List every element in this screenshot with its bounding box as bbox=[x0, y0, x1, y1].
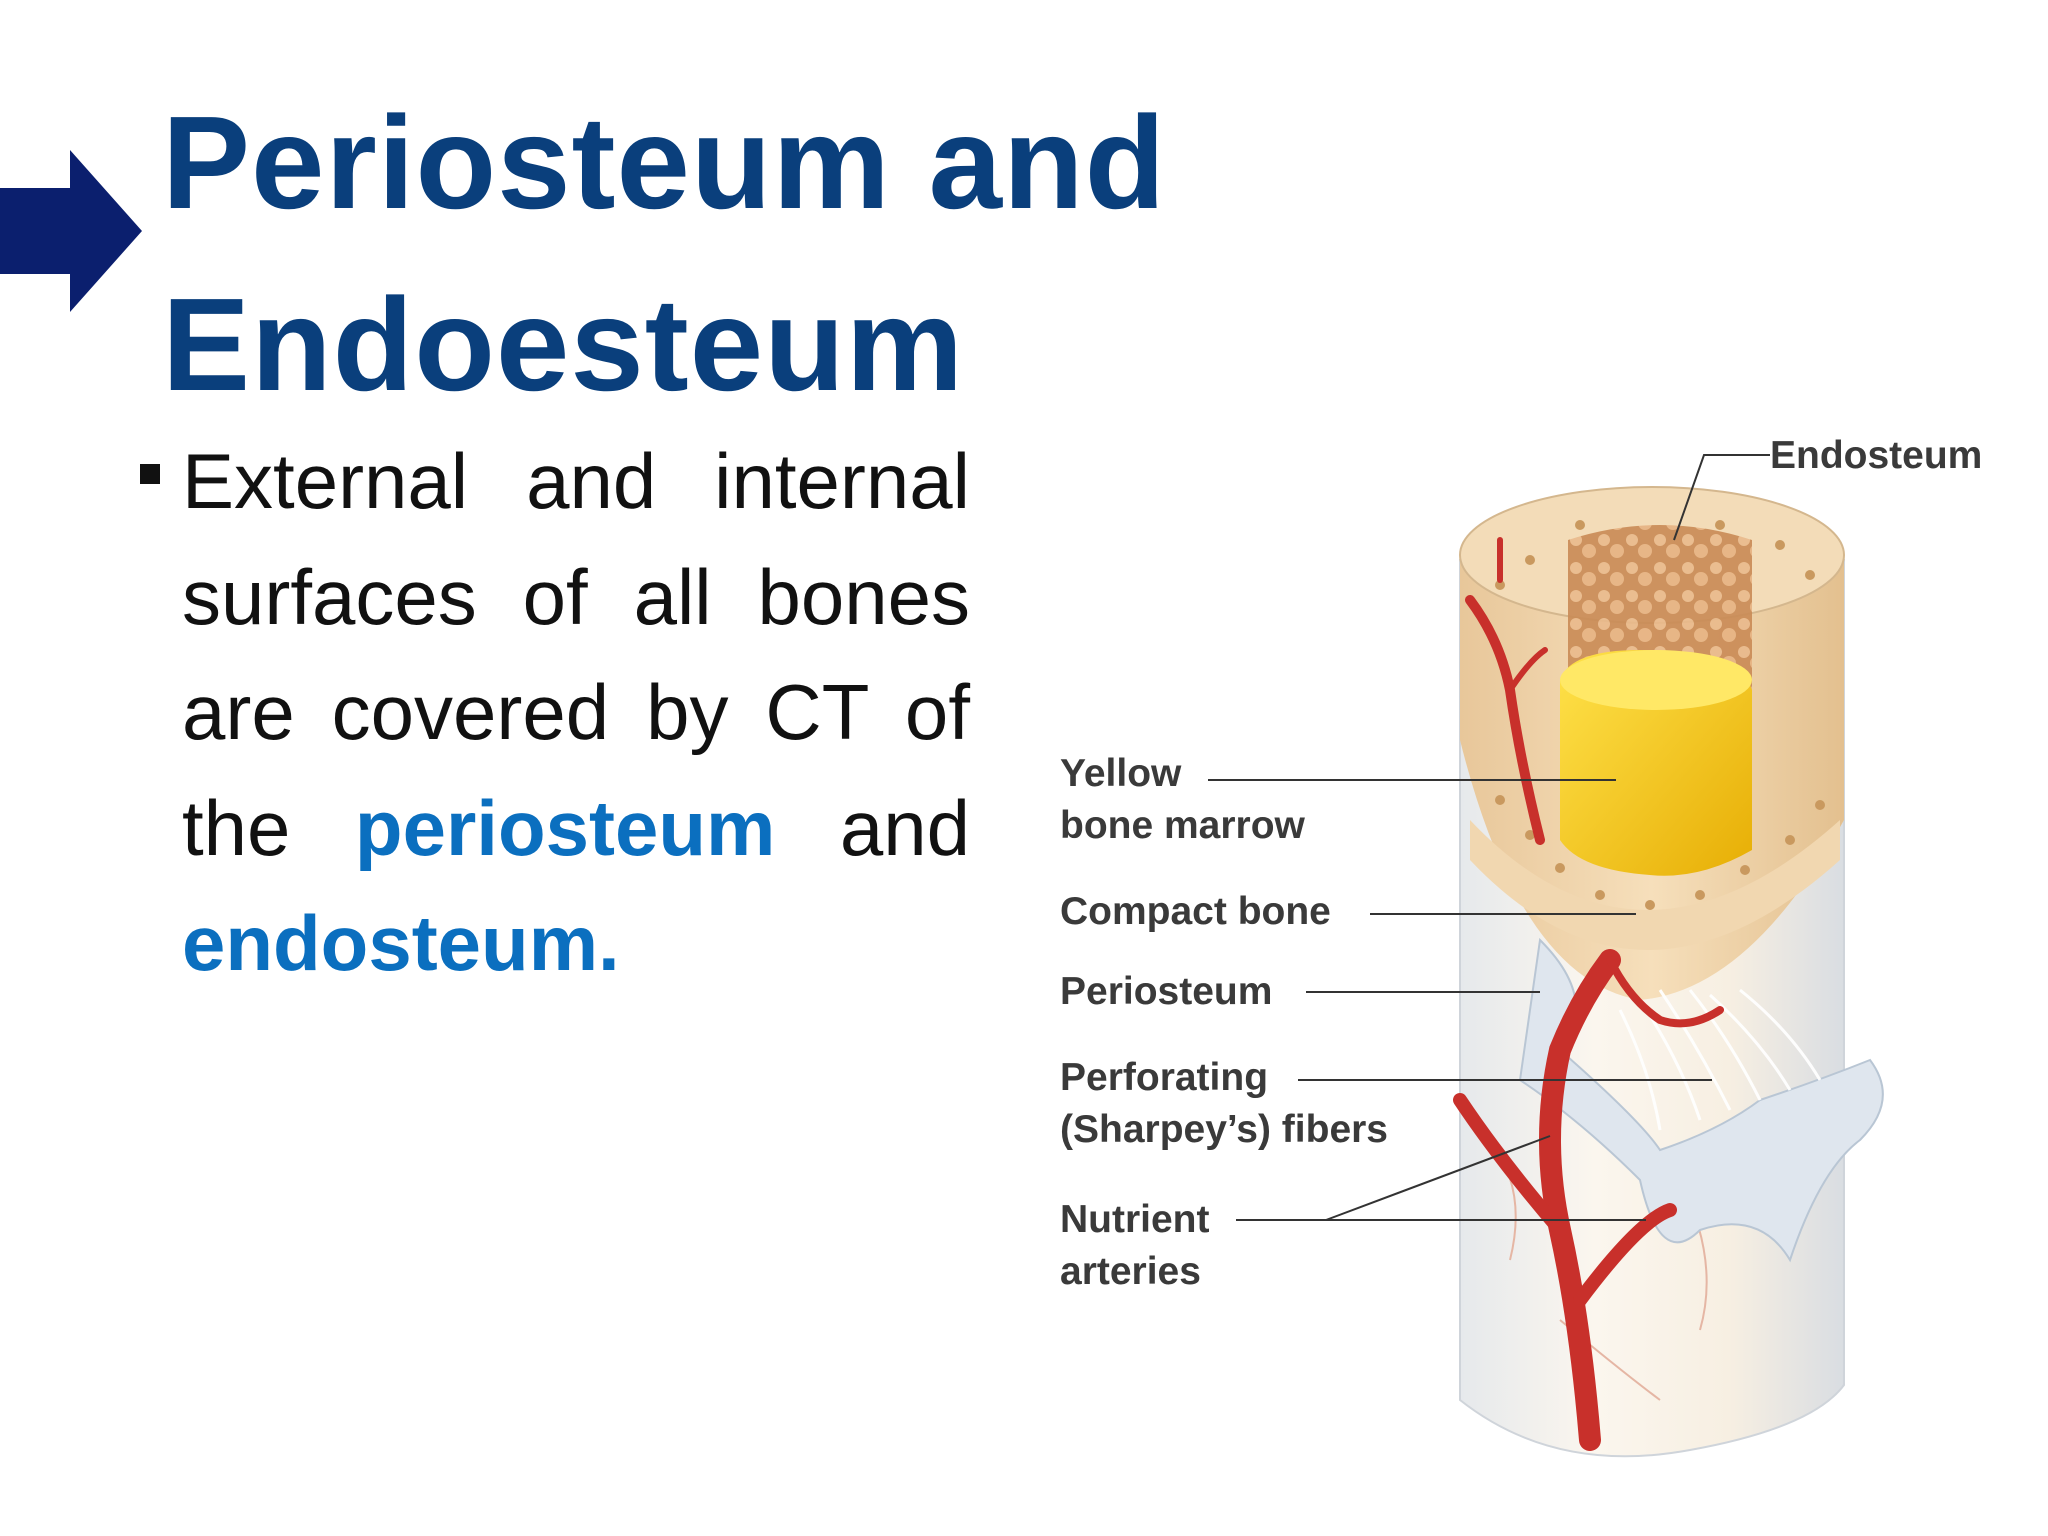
label-nutrient-line1: Nutrient bbox=[1060, 1198, 1210, 1241]
bullet-text-start: External and internal surfaces of all bo… bbox=[182, 437, 970, 872]
label-endosteum: Endosteum bbox=[1770, 434, 1983, 477]
label-yellow-line1: Yellow bbox=[1060, 752, 1182, 795]
title-line-2: Endoesteum bbox=[162, 271, 965, 418]
bullet-text: External and internal surfaces of all bo… bbox=[182, 424, 970, 1002]
highlight-periosteum: periosteum bbox=[354, 783, 776, 872]
label-perforating-line1: Perforating bbox=[1060, 1056, 1269, 1099]
nutrient-arteries bbox=[1453, 537, 1724, 1451]
square-bullet-icon bbox=[140, 464, 160, 484]
slide-title: Periosteum and Endoesteum bbox=[162, 72, 1166, 436]
highlight-endosteum: endosteum. bbox=[182, 899, 620, 987]
title-line-1: Periosteum and bbox=[162, 89, 1167, 236]
bullet-item: External and internal surfaces of all bo… bbox=[132, 424, 970, 1002]
yellow-marrow bbox=[1560, 650, 1752, 876]
bullet-text-middle: and bbox=[775, 783, 970, 872]
label-compact-bone: Compact bone bbox=[1060, 890, 1331, 933]
label-yellow-line2: bone marrow bbox=[1060, 804, 1305, 847]
label-periosteum: Periosteum bbox=[1060, 970, 1273, 1013]
leader-lines bbox=[1208, 454, 1770, 1221]
label-nutrient-line2: arteries bbox=[1060, 1250, 1201, 1293]
right-arrow-icon bbox=[0, 150, 142, 312]
label-perforating-line2: (Sharpey’s) fibers bbox=[1060, 1108, 1388, 1151]
